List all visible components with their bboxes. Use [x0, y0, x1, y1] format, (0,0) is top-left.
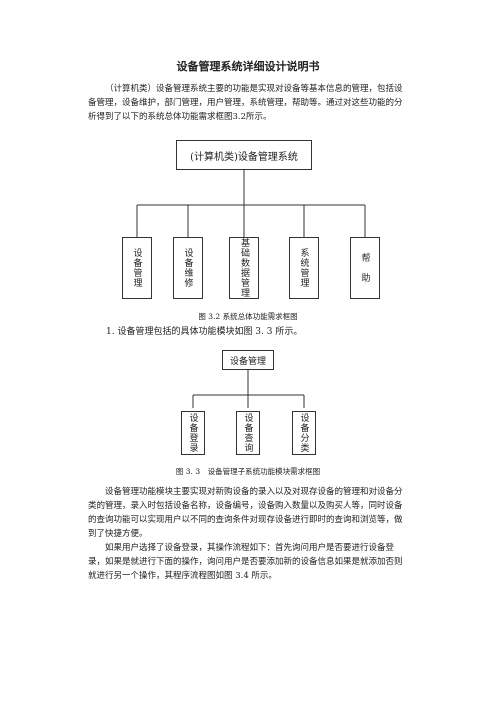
- fig2-child-box: 设备查询: [233, 408, 263, 458]
- fig2-child-box: 设备分类: [289, 408, 319, 458]
- intro-paragraph: （计算机类）设备管理系统主要的功能是实现对设备等基本信息的管理，包括设备管理，设…: [88, 84, 403, 122]
- fig1-root-box: (计算机类)设备管理系统: [176, 140, 312, 170]
- fig1-child-box: 设备维修: [173, 237, 203, 299]
- module-description-paragraph: 设备管理功能模块主要实现对新购设备的录入以及对现存设备的管理和对设备分类的管理，…: [88, 487, 403, 539]
- fig1-child-box: 设备管理: [122, 237, 152, 299]
- fig2-child-box: 设备登录: [178, 408, 208, 458]
- fig1-caption: 图 3.2 系统总体功能需求框图: [198, 312, 298, 321]
- fig1-child-box: 系统管理: [289, 237, 319, 299]
- module-intro-paragraph: 1. 设备管理包括的具体功能模块如图 3. 3 所示。: [106, 327, 303, 337]
- fig1-child-box: 基础数据管理: [229, 237, 259, 299]
- fig1-child-box: 帮 助: [350, 237, 380, 299]
- document-title: 设备管理系统详细设计说明书: [176, 60, 320, 73]
- fig2-caption: 图 3. 3 设备管理子系统功能模块需求框图: [175, 467, 321, 476]
- fig2-root-box: 设备管理: [222, 350, 274, 370]
- login-flow-paragraph: 如果用户选择了设备登录，其操作流程如下：首先询问用户是否要进行设备登录，如果是就…: [88, 543, 403, 581]
